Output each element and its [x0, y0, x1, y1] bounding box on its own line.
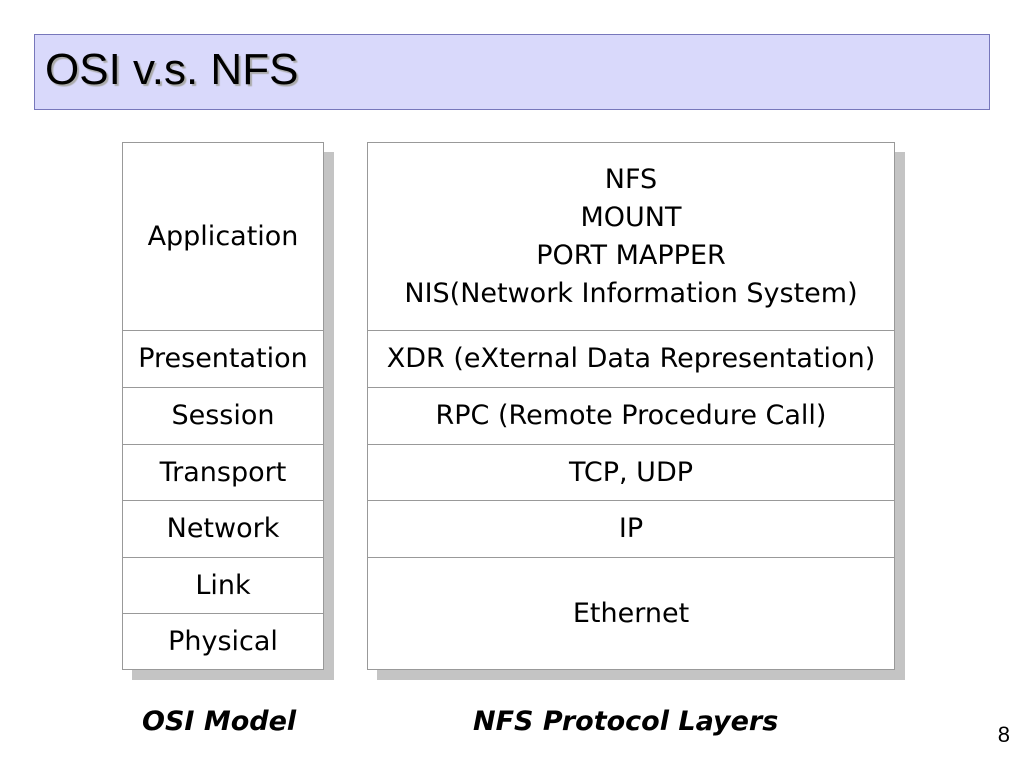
nfs-presentation-layer: XDR (eXternal Data Representation): [368, 331, 894, 388]
nfs-app-line-mount: MOUNT: [580, 201, 682, 233]
nfs-app-line-nis: NIS(Network Information System): [404, 277, 858, 309]
nfs-protocol-stack: NFS MOUNT PORT MAPPER NIS(Network Inform…: [367, 142, 895, 670]
nfs-app-line-port-mapper: PORT MAPPER: [536, 239, 726, 271]
nfs-application-layer: NFS MOUNT PORT MAPPER NIS(Network Inform…: [368, 143, 894, 331]
nfs-link-physical-layer: Ethernet: [572, 598, 690, 629]
slide-title: OSI v.s. NFS: [45, 45, 299, 94]
nfs-network-layer: IP: [368, 501, 894, 558]
nfs-transport-layer: TCP, UDP: [368, 445, 894, 501]
osi-layer-link: Link: [123, 558, 323, 614]
osi-model-stack: Application Presentation Session Transpo…: [122, 142, 324, 670]
page-number: 8: [997, 722, 1010, 747]
osi-layer-application: Application: [123, 143, 323, 331]
osi-layer-network: Network: [123, 501, 323, 558]
osi-layer-presentation: Presentation: [123, 331, 323, 388]
title-bar: OSI v.s. NFS: [34, 34, 990, 110]
osi-layer-session: Session: [123, 388, 323, 445]
nfs-session-layer: RPC (Remote Procedure Call): [368, 388, 894, 445]
osi-layer-transport: Transport: [123, 445, 323, 501]
osi-caption: OSI Model: [142, 706, 297, 737]
nfs-application-list: NFS MOUNT PORT MAPPER NIS(Network Inform…: [404, 161, 857, 313]
nfs-app-line-nfs: NFS: [604, 163, 658, 195]
osi-layer-physical: Physical: [168, 626, 278, 657]
nfs-caption: NFS Protocol Layers: [473, 706, 779, 737]
